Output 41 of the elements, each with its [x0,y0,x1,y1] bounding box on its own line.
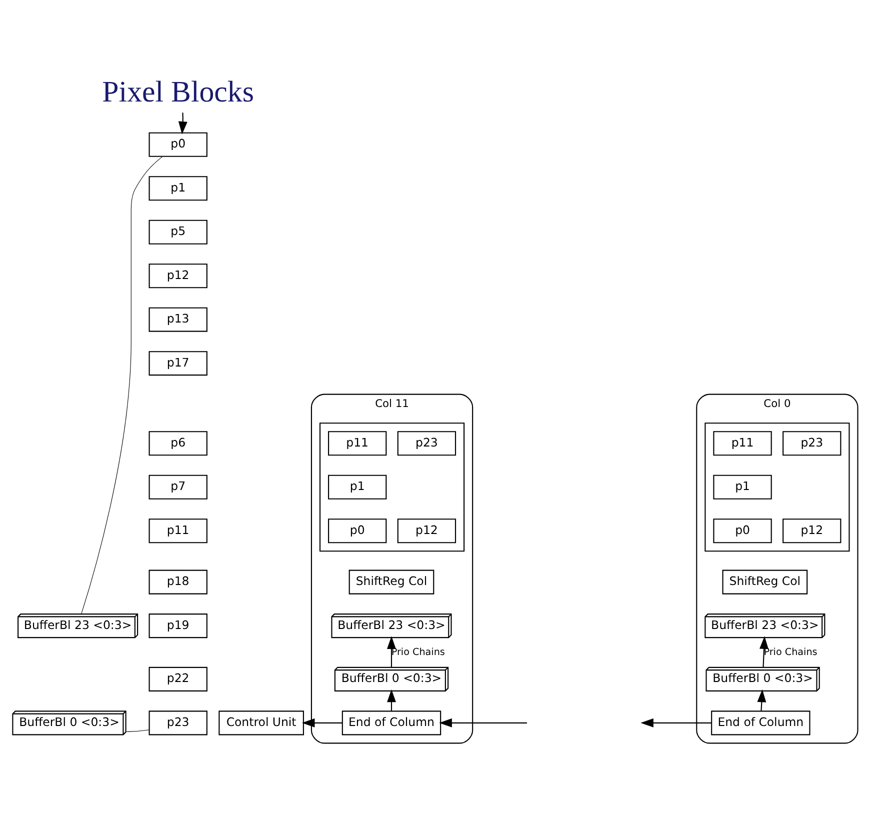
node-box: p12 [397,518,456,544]
node-box: p1 [328,474,387,500]
cluster [704,422,850,552]
node-box: p23 [148,710,208,736]
arrow [439,718,527,728]
node-box: p13 [148,307,208,332]
node-box: p1 [713,474,772,500]
arrow [387,636,396,668]
node-box: End of Column [711,710,810,736]
arrow [387,689,396,711]
connector [81,156,163,614]
node-box: p1 [148,176,208,201]
node-box: p19 [148,614,208,638]
node-box: ShiftReg Col [722,570,808,594]
arrow [757,689,766,711]
node-box: p11 [328,431,387,456]
node-box: p18 [148,570,208,594]
node-box: p12 [782,518,842,544]
node-box: p0 [328,518,387,544]
connector [126,730,150,732]
node-text: Pixel Blocks [102,75,254,108]
arrow [640,718,712,728]
node-box: p23 [397,431,456,456]
node-box: p11 [148,518,208,544]
node-box: p5 [148,220,208,244]
node-box: p11 [713,431,772,456]
arrow [302,718,342,728]
node-box: p7 [148,474,208,500]
node-box: p22 [148,666,208,692]
node-box: p6 [148,431,208,456]
arrow [178,112,188,134]
node-box: p17 [148,351,208,376]
cluster [319,422,465,552]
node-box: p23 [782,431,842,456]
node-box: Control Unit [218,710,304,736]
node-box: End of Column [342,710,442,736]
node-box: p12 [148,264,208,288]
node-box: p0 [148,132,208,157]
node-box: p0 [713,518,772,544]
arrow [760,636,768,668]
node-box: ShiftReg Col [348,570,434,594]
